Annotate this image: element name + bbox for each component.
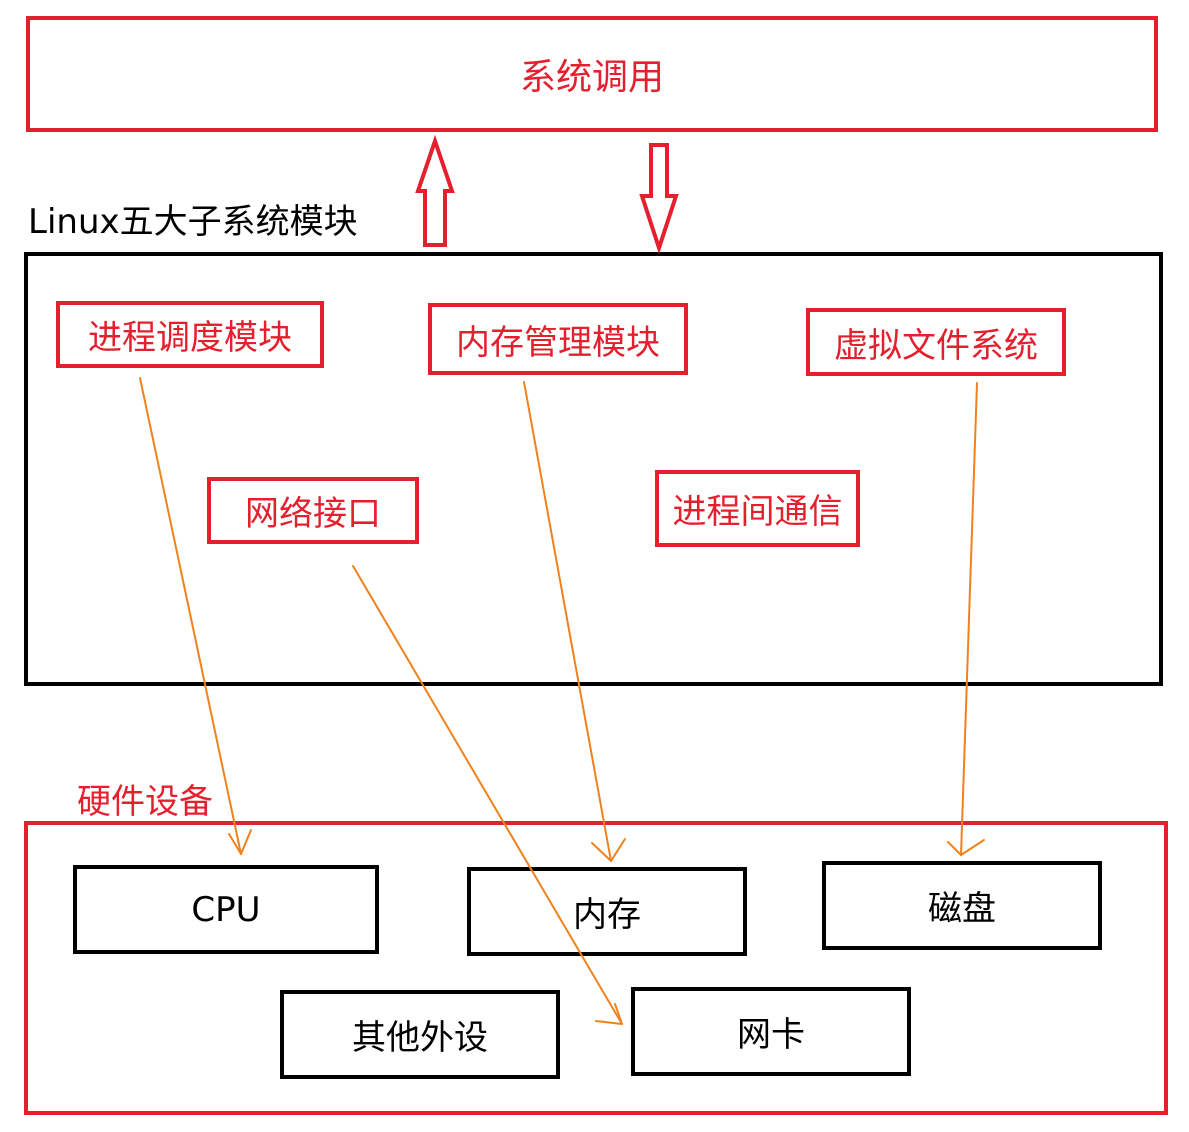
network-to-nic-arrowhead	[595, 1003, 623, 1025]
kernel-title: Linux五大子系统模块	[28, 202, 358, 242]
peripherals-device-label: 其他外设	[352, 1018, 488, 1058]
vfs-to-disk-line	[960, 382, 978, 856]
hardware-box	[24, 821, 1168, 1115]
scheduler-to-cpu-arrowhead	[228, 829, 252, 855]
nic-device-box: 网卡	[631, 987, 911, 1076]
ipc-module-label: 进程间通信	[672, 492, 843, 532]
peripherals-device-box: 其他外设	[280, 990, 560, 1079]
memory-to-ram-arrowhead	[591, 838, 626, 862]
cpu-device-box: CPU	[73, 865, 379, 954]
ipc-module-box: 进程间通信	[655, 470, 860, 547]
down-arrow	[639, 143, 679, 255]
network-module-box: 网络接口	[207, 477, 419, 544]
cpu-device-label: CPU	[191, 889, 261, 930]
up-arrow	[415, 134, 455, 247]
vfs-to-disk-arrowhead	[947, 839, 985, 856]
kernel-box	[24, 252, 1163, 686]
scheduler-to-cpu-line	[139, 377, 242, 855]
syscall-label: 系统调用	[519, 57, 664, 98]
syscall-box: 系统调用	[26, 16, 1158, 132]
memory-module-box: 内存管理模块	[428, 303, 688, 375]
scheduler-module-label: 进程调度模块	[88, 318, 292, 358]
scheduler-module-box: 进程调度模块	[56, 301, 324, 368]
memory-module-label: 内存管理模块	[456, 322, 660, 363]
disk-device-label: 磁盘	[928, 889, 996, 929]
vfs-module-label: 虚拟文件系统	[834, 325, 1038, 366]
memory-to-ram-line	[523, 381, 612, 862]
nic-device-label: 网卡	[737, 1015, 805, 1055]
memory-device-box: 内存	[467, 867, 747, 956]
network-to-nic-line	[352, 565, 623, 1025]
hardware-title: 硬件设备	[77, 782, 213, 822]
network-module-label: 网络接口	[245, 494, 381, 534]
disk-device-box: 磁盘	[822, 861, 1102, 950]
vfs-module-box: 虚拟文件系统	[806, 308, 1066, 376]
memory-device-label: 内存	[573, 895, 641, 935]
